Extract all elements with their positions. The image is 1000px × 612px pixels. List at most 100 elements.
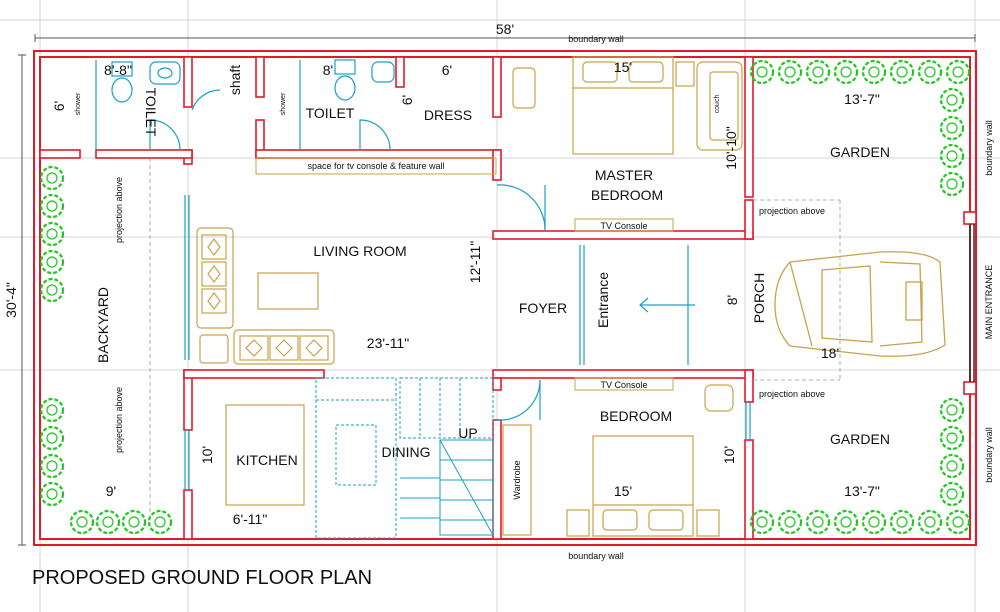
- shrub-icon: [939, 87, 965, 113]
- room-dining: DINING: [382, 444, 431, 460]
- note-tv-console-bedroom: TV Console: [600, 380, 647, 390]
- dim-bedroom-height: 10': [721, 446, 737, 464]
- garden-plants: [39, 59, 971, 535]
- note-projection-backyard-top: projection above: [114, 177, 124, 243]
- note-couch: couch: [714, 95, 721, 114]
- room-master-bedroom-line2: BEDROOM: [591, 187, 663, 203]
- shrub-icon: [777, 509, 803, 535]
- shrub-icon: [39, 165, 65, 191]
- shrub-icon: [749, 509, 775, 535]
- shrub-icon: [939, 453, 965, 479]
- room-garden-top: GARDEN: [830, 144, 890, 160]
- shrub-icon: [939, 171, 965, 197]
- dim-porch-height: 8': [724, 295, 740, 305]
- shrub-icon: [945, 509, 971, 535]
- room-master-bedroom-line1: MASTER: [595, 167, 653, 183]
- room-foyer: FOYER: [519, 300, 567, 316]
- main-entrance-gate[interactable]: [969, 224, 975, 382]
- shrub-icon: [939, 143, 965, 169]
- shrub-icon: [39, 221, 65, 247]
- tv-consoles: [255, 157, 674, 391]
- shrub-icon: [805, 509, 831, 535]
- dimension-top: [34, 34, 976, 42]
- room-toilet-1: TOILET: [143, 88, 159, 137]
- dim-dress-height: 6': [399, 95, 415, 105]
- dim-living-width: 23'-11": [367, 335, 409, 351]
- shrub-icon: [39, 425, 65, 451]
- note-boundary-wall-right-top: boundary wall: [984, 120, 994, 176]
- shrub-icon: [917, 59, 943, 85]
- doors[interactable]: [149, 89, 546, 421]
- shrub-icon: [945, 59, 971, 85]
- note-projection-porch-top: projection above: [759, 206, 825, 216]
- stair-up-label: UP: [458, 425, 477, 441]
- dim-toilet2-width: 8': [323, 62, 333, 78]
- shrub-icon: [939, 425, 965, 451]
- shrub-icon: [939, 481, 965, 507]
- room-toilet-2: TOILET: [306, 105, 355, 121]
- living-room-sofa: [196, 227, 335, 365]
- shrub-icon: [39, 277, 65, 303]
- note-main-entrance: MAIN ENTRANCE: [984, 265, 994, 340]
- dim-bedroom-width: 15': [614, 483, 632, 499]
- room-dress: DRESS: [424, 107, 472, 123]
- dim-living-height: 12'-11": [467, 241, 483, 283]
- room-shaft: shaft: [227, 65, 243, 95]
- room-bedroom: BEDROOM: [600, 408, 672, 424]
- shrub-icon: [833, 59, 859, 85]
- dim-master-width: 15': [614, 59, 632, 75]
- car-icon: [774, 251, 946, 357]
- dim-toilet1-height: 6': [51, 101, 67, 111]
- master-bed: [512, 56, 743, 155]
- shrub-icon: [805, 59, 831, 85]
- note-boundary-wall-bottom: boundary wall: [568, 551, 624, 561]
- dim-dress-width: 6': [442, 62, 452, 78]
- shrub-icon: [39, 453, 65, 479]
- shrub-icon: [147, 509, 173, 535]
- dim-total-width: 58': [496, 21, 514, 37]
- shrub-icon: [69, 509, 95, 535]
- room-living-room: LIVING ROOM: [313, 243, 406, 259]
- bedroom-bed: [502, 384, 734, 537]
- room-entrance: Entrance: [595, 272, 611, 328]
- shrub-icon: [749, 59, 775, 85]
- shrub-icon: [939, 115, 965, 141]
- note-tv-console-space: space for tv console & feature wall: [307, 161, 444, 171]
- dim-total-height: 30'-4": [3, 282, 19, 318]
- entrance-arrow-icon: [639, 297, 695, 313]
- dim-master-height: 10'-10": [723, 126, 739, 169]
- projection-lines: [149, 158, 841, 530]
- shrub-icon: [777, 59, 803, 85]
- dim-garden-top-width: 13'-7": [844, 91, 880, 107]
- shrub-icon: [39, 193, 65, 219]
- shrub-icon: [889, 59, 915, 85]
- dining-area-outline: [315, 377, 397, 539]
- note-wardrobe: Wardrobe: [512, 460, 522, 499]
- note-shower-2: shower: [280, 92, 287, 115]
- shrub-icon: [95, 509, 121, 535]
- plan-title: PROPOSED GROUND FLOOR PLAN: [32, 567, 372, 589]
- shrub-icon: [861, 59, 887, 85]
- shrub-icon: [889, 509, 915, 535]
- room-porch: PORCH: [751, 273, 767, 324]
- shrub-icon: [833, 509, 859, 535]
- room-garden-bottom: GARDEN: [830, 431, 890, 447]
- note-projection-backyard-bottom: projection above: [114, 387, 124, 453]
- dimension-left: [18, 54, 26, 546]
- dim-porch-width: 18': [821, 345, 839, 361]
- dim-garden-bottom-width: 13'-7": [844, 483, 880, 499]
- room-backyard: BACKYARD: [95, 287, 111, 363]
- dim-kitchen-height: 10': [199, 446, 215, 464]
- note-boundary-wall-right-bottom: boundary wall: [984, 427, 994, 483]
- shrub-icon: [939, 397, 965, 423]
- note-shower-1: shower: [75, 92, 82, 115]
- note-projection-porch-bottom: projection above: [759, 389, 825, 399]
- shrub-icon: [39, 481, 65, 507]
- shrub-icon: [917, 509, 943, 535]
- dim-kitchen-width: 6'-11": [233, 511, 268, 527]
- toilet-fixtures: [95, 59, 395, 150]
- staircase[interactable]: [399, 377, 494, 536]
- dim-backyard-width: 9': [106, 483, 116, 499]
- shrub-icon: [861, 509, 887, 535]
